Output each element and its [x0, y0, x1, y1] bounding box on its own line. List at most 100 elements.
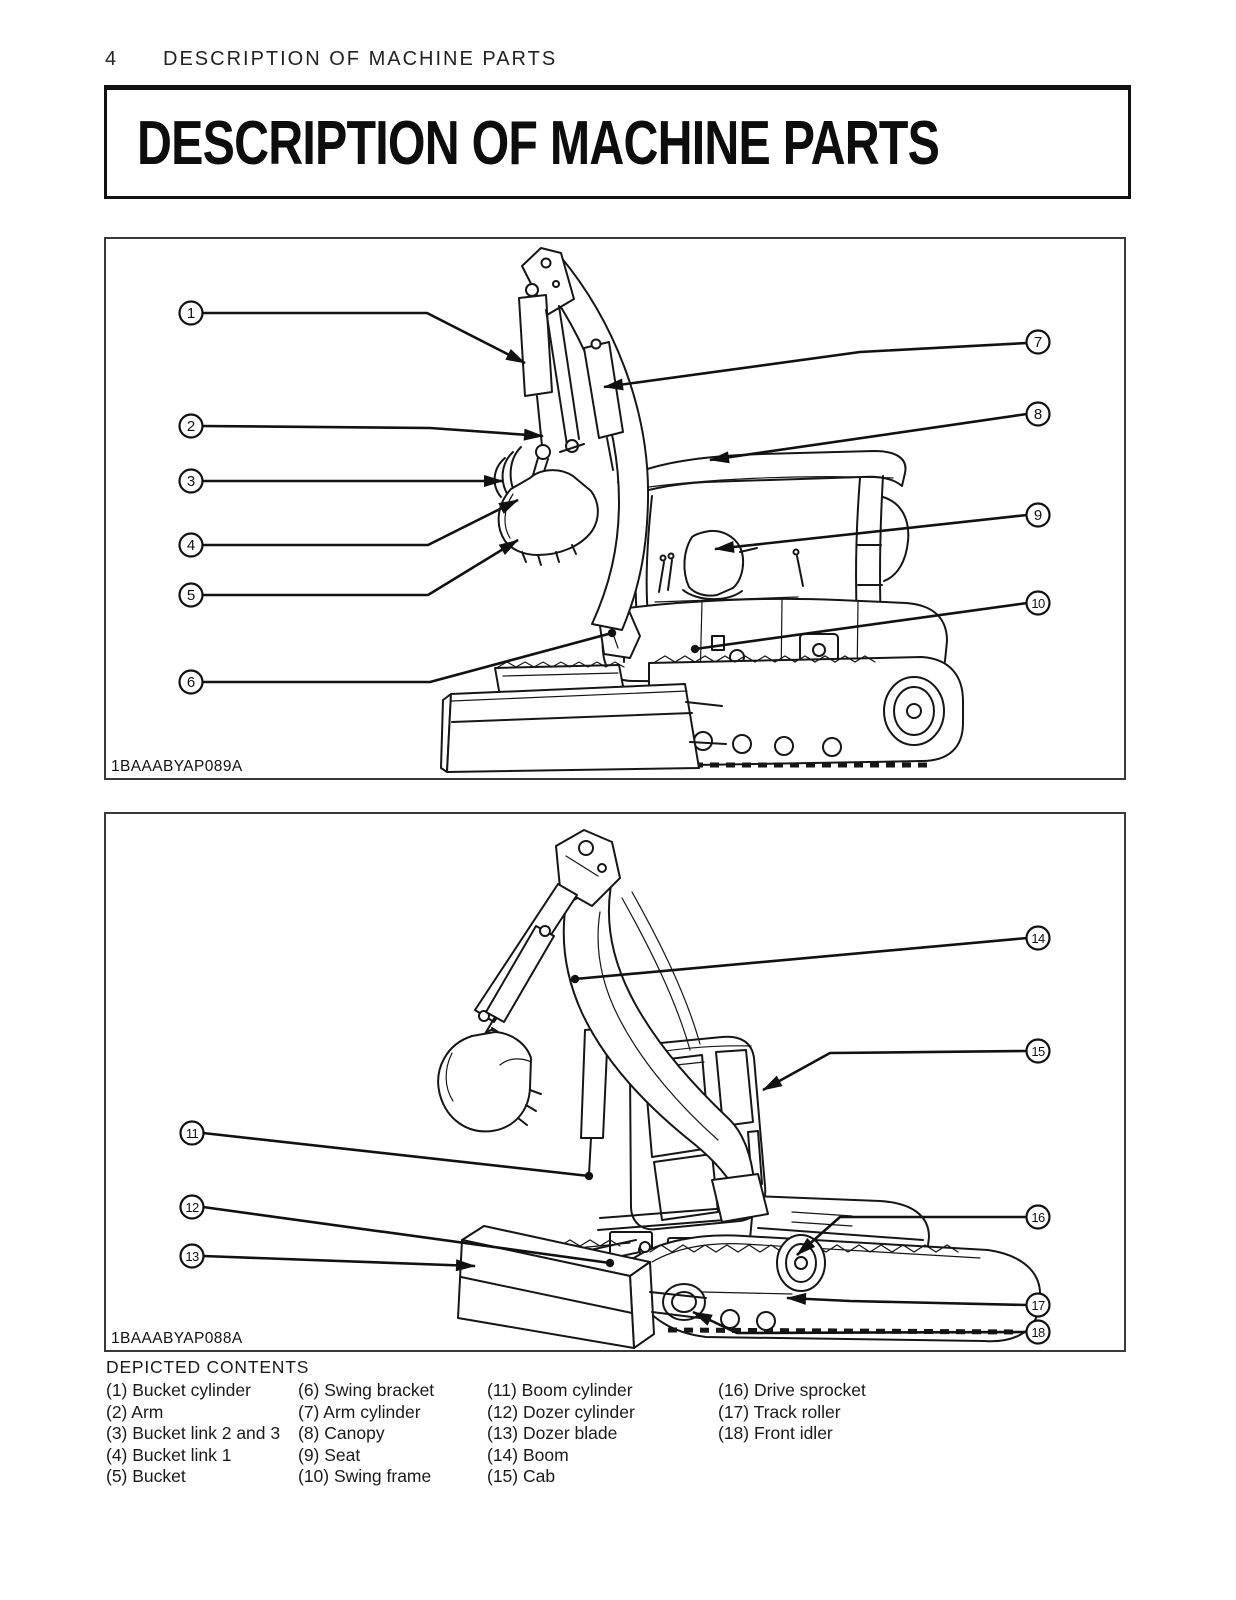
leader-line — [762, 1049, 1028, 1092]
callout-number: 11 — [186, 1126, 199, 1141]
callout-4: 4 — [178, 498, 519, 558]
callout-15: 15 — [762, 1038, 1051, 1092]
legend-item: (18) Front idler — [718, 1423, 833, 1443]
callout-number: 18 — [1031, 1325, 1045, 1340]
callout-circle — [1025, 401, 1051, 427]
leader-line — [603, 341, 1028, 391]
legend-item: (11) Boom cylinder — [487, 1380, 633, 1400]
figure-1-code: 1BAAABYAP089A — [111, 758, 243, 775]
legend-item: (10) Swing frame — [298, 1466, 432, 1486]
legend-item: (3) Bucket link 2 and 3 — [106, 1423, 281, 1443]
figure-2-box: 11 12 13 14 15 16 17 18 1BAAABYAP088A — [104, 812, 1126, 1352]
legend-item: (17) Track roller — [718, 1401, 841, 1422]
legend-item: (15) Cab — [487, 1466, 556, 1486]
callout-number: 16 — [1031, 1210, 1045, 1225]
canopy — [617, 450, 910, 627]
legend-item: (7) Arm cylinder — [298, 1401, 421, 1422]
callout-circle — [1025, 329, 1051, 355]
drive-sprocket — [776, 1234, 826, 1292]
callout-circle — [178, 669, 204, 695]
leader-line — [202, 311, 526, 365]
callout-number: 15 — [1031, 1044, 1045, 1059]
legend-column-3: (11) Boom cylinder (12) Dozer cylinder (… — [487, 1380, 635, 1488]
track-rollers — [693, 731, 842, 757]
callout-number: 8 — [1034, 406, 1042, 423]
callout-circle — [179, 1120, 205, 1146]
callout-11: 11 — [179, 1120, 594, 1181]
legend-item: (1) Bucket cylinder — [106, 1380, 251, 1400]
callout-circle — [1025, 590, 1051, 616]
legend-item: (5) Bucket — [106, 1466, 186, 1486]
callout-circle — [179, 1243, 205, 1269]
callout-18: 18 — [692, 1310, 1051, 1345]
leader-line — [202, 1131, 594, 1181]
callout-circle — [178, 468, 204, 494]
callout-circle — [179, 1194, 205, 1220]
callout-12: 12 — [179, 1194, 615, 1268]
bucket-cylinder — [518, 283, 553, 447]
callout-number: 12 — [185, 1200, 199, 1215]
track-rollers — [720, 1309, 776, 1331]
callout-14: 14 — [570, 925, 1051, 984]
callout-number: 14 — [1031, 931, 1045, 946]
dozer-blade — [457, 1225, 707, 1349]
callout-number: 9 — [1034, 507, 1042, 524]
bucket-cylinder — [478, 925, 555, 1045]
legend-column-1: (1) Bucket cylinder (2) Arm (3) Bucket l… — [106, 1380, 280, 1488]
callout-5: 5 — [178, 538, 519, 608]
legend-column-4: (16) Drive sprocket (17) Track roller (1… — [718, 1380, 866, 1445]
right-track — [633, 1234, 1042, 1343]
callout-8: 8 — [709, 401, 1051, 464]
boom — [562, 879, 769, 1223]
callout-7: 7 — [603, 329, 1051, 391]
figure-2-code: 1BAAABYAP088A — [111, 1330, 243, 1347]
legend-item: (4) Bucket link 1 — [106, 1444, 232, 1465]
front-idler — [662, 1283, 706, 1321]
callout-number: 1 — [187, 305, 195, 322]
callout-circle — [178, 300, 204, 326]
legend-column-2: (6) Swing bracket (7) Arm cylinder (8) C… — [298, 1380, 434, 1488]
callout-number: 4 — [187, 537, 195, 554]
callout-1: 1 — [178, 300, 526, 365]
chapter-title: DESCRIPTION OF MACHINE PARTS — [137, 108, 940, 178]
legend-item: (14) Boom — [487, 1444, 569, 1465]
callout-17: 17 — [786, 1292, 1051, 1318]
callout-2: 2 — [178, 413, 544, 441]
leader-line — [690, 601, 1028, 654]
leader-line — [202, 1205, 615, 1268]
drive-sprocket — [883, 676, 945, 746]
leader-line — [201, 424, 544, 441]
leader-line — [709, 412, 1028, 464]
bucket — [497, 469, 599, 566]
seat — [682, 529, 758, 601]
callout-13: 13 — [179, 1243, 476, 1272]
leader-line — [202, 498, 519, 547]
legend-item: (13) Dozer blade — [487, 1423, 618, 1443]
boom-tip-bracket — [555, 829, 621, 907]
callout-circle — [1025, 1292, 1051, 1318]
bucket — [437, 1031, 542, 1133]
callout-number: 6 — [187, 674, 195, 691]
leader-line — [202, 1254, 476, 1272]
leader-line — [786, 1292, 1028, 1307]
right-track — [648, 655, 964, 768]
arm — [545, 305, 585, 453]
leader-line — [570, 936, 1028, 984]
callout-number: 2 — [187, 418, 195, 435]
callout-circle — [1025, 1319, 1051, 1345]
figure-2-diagram: 11 12 13 14 15 16 17 18 — [179, 829, 1051, 1349]
chapter-title-box: DESCRIPTION OF MACHINE PARTS — [104, 85, 1131, 199]
leader-line — [714, 513, 1028, 553]
callout-3: 3 — [178, 468, 504, 494]
callout-number: 3 — [187, 473, 195, 490]
legend-heading: DEPICTED CONTENTS — [106, 1357, 310, 1377]
page-header-title: DESCRIPTION OF MACHINE PARTS — [163, 48, 558, 70]
callout-16: 16 — [796, 1204, 1051, 1256]
callout-number: 7 — [1034, 334, 1042, 351]
callout-circle — [178, 532, 204, 558]
leader-line — [202, 538, 519, 597]
callout-circle — [1025, 502, 1051, 528]
leader-line — [202, 628, 617, 684]
